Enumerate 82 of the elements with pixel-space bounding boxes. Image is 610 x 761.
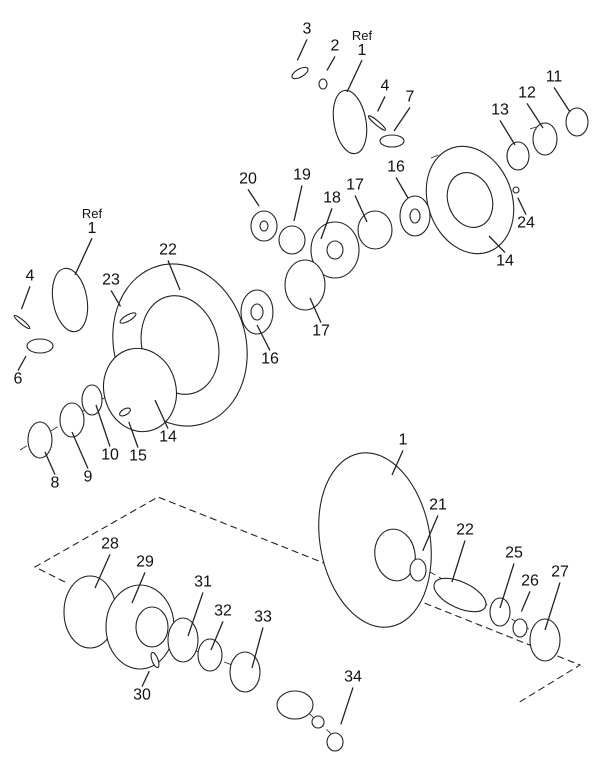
leader-line xyxy=(309,298,322,323)
callout-number: 29 xyxy=(136,554,154,572)
leader-line xyxy=(377,96,386,112)
leader-line xyxy=(256,324,271,351)
callout-number: 33 xyxy=(254,610,272,626)
callout-number: 30 xyxy=(133,688,151,704)
callout-number: 22 xyxy=(159,242,177,260)
callout-number: 31 xyxy=(194,574,212,592)
callout-number: 18 xyxy=(323,190,341,208)
callout-number: 19 xyxy=(293,168,311,184)
leader-line xyxy=(499,563,515,608)
leader-line xyxy=(44,452,56,475)
leader-line xyxy=(354,195,368,222)
leader-line xyxy=(326,56,336,71)
callout-number: 1 xyxy=(398,432,408,450)
leader-line xyxy=(553,87,571,112)
callout-number: 9 xyxy=(84,470,92,486)
leader-line xyxy=(340,687,354,725)
callout-number: 17 xyxy=(346,178,364,194)
leader-line xyxy=(74,238,93,276)
leader-line xyxy=(94,554,111,588)
leader-line xyxy=(391,450,404,476)
leader-line xyxy=(187,592,204,636)
reference-note: Ref xyxy=(352,28,372,42)
callout-number: 28 xyxy=(101,536,119,554)
callout-number: 26 xyxy=(521,574,539,590)
callout-number: 7 xyxy=(406,90,414,106)
leader-line xyxy=(71,432,89,469)
leader-line xyxy=(128,422,139,448)
leader-line xyxy=(520,591,531,612)
leader-line xyxy=(526,103,544,128)
callout-number: 1 xyxy=(356,42,368,60)
leader-line xyxy=(395,177,409,198)
leader-line xyxy=(20,286,31,310)
callout-number: 21 xyxy=(429,498,447,514)
leader-line xyxy=(247,189,260,206)
callout-number: 32 xyxy=(214,604,232,620)
callout-number: 25 xyxy=(505,546,523,562)
leader-line xyxy=(141,670,150,687)
leader-line xyxy=(210,621,224,650)
leader-line xyxy=(488,236,506,254)
callout-number: 10 xyxy=(101,448,119,464)
leader-line xyxy=(167,260,181,290)
leader-line xyxy=(95,404,111,447)
callout-number: 22 xyxy=(456,522,474,540)
callout-number: 1 xyxy=(86,220,98,238)
callout-number: 2 xyxy=(330,38,340,56)
callout-number: 17 xyxy=(312,324,330,340)
callout-number: 23 xyxy=(102,272,120,290)
callout-number: 4 xyxy=(26,268,34,286)
leader-line xyxy=(154,400,169,429)
callout-number: 12 xyxy=(518,86,536,102)
leader-line xyxy=(451,540,466,582)
leader-line xyxy=(393,107,411,132)
leader-line xyxy=(17,356,27,371)
leader-line xyxy=(131,572,146,604)
callout-number: 13 xyxy=(491,102,509,120)
leader-line xyxy=(544,582,561,630)
leader-line xyxy=(346,60,363,92)
callout-number: 8 xyxy=(50,476,60,492)
leader-line xyxy=(320,208,333,240)
callout-number: 11 xyxy=(546,70,562,86)
leader-line xyxy=(422,515,439,552)
callout-number: 24 xyxy=(517,216,535,232)
callout-number: 3 xyxy=(302,22,312,38)
leader-line xyxy=(251,627,264,668)
callout-number: 16 xyxy=(261,352,279,368)
leader-line xyxy=(499,120,516,146)
callout-number: 14 xyxy=(496,254,514,270)
callout-number: 15 xyxy=(129,448,147,466)
leader-line xyxy=(296,39,308,61)
leader-line xyxy=(517,197,527,215)
leader-line xyxy=(293,185,303,222)
callout-number: 34 xyxy=(344,670,362,686)
callout-number: 4 xyxy=(380,78,390,96)
leader-line xyxy=(110,290,122,307)
callout-number: 20 xyxy=(239,172,257,188)
callout-number: 27 xyxy=(551,564,569,582)
callout-number: 14 xyxy=(159,430,177,446)
reference-note: Ref xyxy=(82,206,102,220)
callout-number: 6 xyxy=(14,372,22,388)
callout-number: 16 xyxy=(387,160,405,176)
